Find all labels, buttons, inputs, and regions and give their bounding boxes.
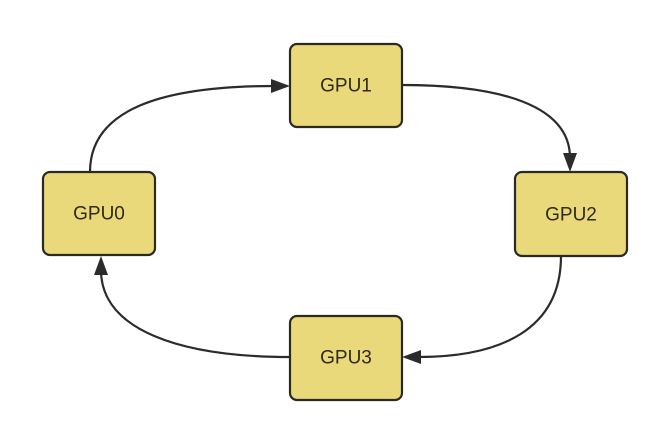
node-box <box>288 42 404 129</box>
edge-gpu1-gpu2 <box>401 83 572 159</box>
node-gpu0: GPU0 <box>41 170 157 257</box>
node-gpu3: GPU3 <box>288 314 404 402</box>
edge-gpu2-gpu3 <box>417 255 563 359</box>
arrowhead-gpu2-gpu3 <box>402 350 421 364</box>
node-label: GPU1 <box>320 76 372 97</box>
edges <box>88 79 577 364</box>
node-gpu1: GPU1 <box>288 42 404 129</box>
edge-gpu3-gpu0 <box>99 269 291 359</box>
node-label: GPU3 <box>320 348 372 369</box>
node-gpu2: GPU2 <box>513 170 629 258</box>
node-label: GPU0 <box>73 204 125 225</box>
node-label: GPU2 <box>545 205 597 226</box>
arrowhead-gpu3-gpu0 <box>94 256 108 275</box>
node-box <box>513 170 629 258</box>
arrowhead-gpu1-gpu2 <box>563 153 577 172</box>
arrowhead-gpu0-gpu1 <box>271 79 290 93</box>
edge-gpu0-gpu1 <box>88 84 276 173</box>
node-box <box>288 314 404 402</box>
node-box <box>41 170 157 257</box>
